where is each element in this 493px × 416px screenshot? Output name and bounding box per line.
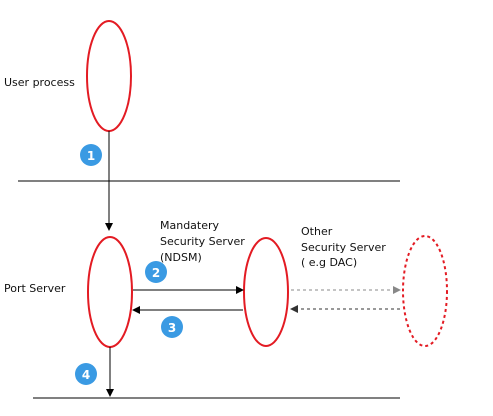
- step-4-number: 4: [82, 368, 90, 382]
- step-1-badge: 1: [80, 144, 102, 166]
- step-4-badge: 4: [75, 363, 97, 385]
- user-process-label: User process: [4, 76, 75, 89]
- mandatory-label-line1: Mandatery: [160, 219, 220, 232]
- step-2-badge: 2: [145, 261, 167, 283]
- mandatory-label-line3: (NDSM): [160, 251, 202, 264]
- other-label-line3: ( e.g DAC): [301, 256, 357, 269]
- other-server-ellipse: [402, 235, 448, 347]
- user-process-ellipse: [86, 20, 132, 132]
- mandatory-server-ellipse: [243, 237, 289, 347]
- step-3-number: 3: [168, 321, 176, 335]
- other-label-line1: Other: [301, 225, 333, 238]
- step-1-number: 1: [87, 149, 95, 163]
- step-3-badge: 3: [161, 316, 183, 338]
- port-server-ellipse: [87, 236, 133, 348]
- mandatory-label-line2: Security Server: [160, 235, 245, 248]
- port-server-label: Port Server: [4, 282, 66, 295]
- step-2-number: 2: [152, 266, 160, 280]
- other-label-line2: Security Server: [301, 241, 386, 254]
